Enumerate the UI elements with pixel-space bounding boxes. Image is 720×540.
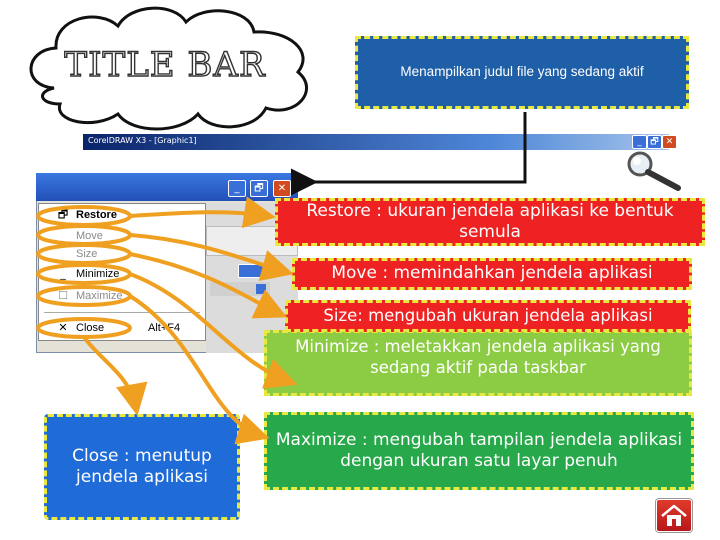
title-bar-description: Menampilkan judul file yang sedang aktif xyxy=(355,36,689,109)
size-explanation-text: Size: mengubah ukuran jendela aplikasi xyxy=(323,305,653,325)
move-explanation: Move : memindahkan jendela aplikasi xyxy=(292,258,692,290)
title-bar-description-text: Menampilkan judul file yang sedang aktif xyxy=(400,64,644,80)
close-icon: ✕ xyxy=(58,321,68,334)
scroll-arrow-icon xyxy=(256,284,266,294)
home-button[interactable] xyxy=(656,499,692,532)
restore-explanation: Restore : ukuran jendela aplikasi ke ben… xyxy=(275,198,705,246)
maximize-explanation-text: Maximize : mengubah tampilan jendela apl… xyxy=(275,429,683,471)
home-icon xyxy=(661,504,687,526)
title-bar-cloud xyxy=(29,6,308,131)
restore-explanation-text: Restore : ukuran jendela aplikasi ke ben… xyxy=(306,201,674,243)
close-explanation: Close : menutup jendela aplikasi xyxy=(44,414,240,520)
maximize-icon: ☐ xyxy=(58,289,68,302)
cloud-title: TITLE BAR xyxy=(64,44,266,85)
magnifier-icon xyxy=(627,151,681,191)
move-explanation-text: Move : memindahkan jendela aplikasi xyxy=(331,263,653,284)
app-minimize-button[interactable]: _ xyxy=(228,180,246,197)
size-explanation: Size: mengubah ukuran jendela aplikasi xyxy=(285,300,691,332)
minimize-icon: _ xyxy=(60,267,66,280)
restore-icon: 🗗 xyxy=(57,208,69,221)
titlebar-close-button[interactable]: ✕ xyxy=(662,135,677,149)
app-inner-window-buttons xyxy=(238,264,272,278)
menu-item-size[interactable]: Size xyxy=(76,248,98,260)
minimize-explanation-text: Minimize : meletakkan jendela aplikasi y… xyxy=(295,337,661,377)
titlebar-restore-button[interactable]: 🗗 xyxy=(647,135,662,149)
window-title: CorelDRAW X3 - [Graphic1] xyxy=(88,136,197,145)
maximize-explanation: Maximize : mengubah tampilan jendela apl… xyxy=(264,412,694,490)
menu-separator xyxy=(44,312,200,313)
close-explanation-text: Close : menutup jendela aplikasi xyxy=(72,445,212,487)
close-shortcut: Alt+F4 xyxy=(148,322,181,334)
titlebar-minimize-button[interactable]: _ xyxy=(632,135,647,149)
minimize-explanation: Minimize : meletakkan jendela aplikasi y… xyxy=(264,330,692,396)
menu-item-move[interactable]: Move xyxy=(76,230,103,242)
app-restore-button[interactable]: 🗗 xyxy=(250,180,268,197)
app-close-button[interactable]: ✕ xyxy=(273,180,291,197)
